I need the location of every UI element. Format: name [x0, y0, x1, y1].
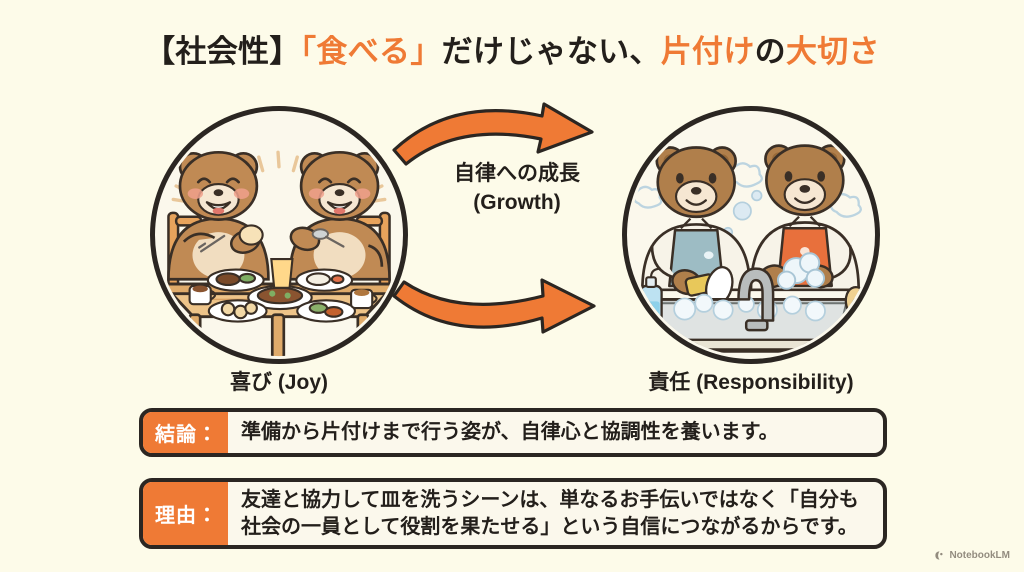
- title-segment-dakejanai: だけじゃない、: [441, 34, 661, 69]
- arrow-bottom-right: [392, 278, 596, 334]
- scene-bears-eating: [157, 113, 401, 357]
- caption-left-joy: 喜び (Joy): [229, 371, 328, 394]
- title-segment-shakaisei: 【社会性】: [144, 34, 301, 69]
- callout-reason-line-2: 社会の一員として役割を果たせる」という自信につながるからです。: [241, 515, 858, 538]
- circle-frame-right: [622, 106, 880, 364]
- caption-right-responsibility: 責任 (Responsibility): [648, 371, 854, 394]
- title-segment-no: の: [754, 34, 786, 69]
- page-title: 【社会性】「食べる」だけじゃない、片付けの大切さ: [0, 26, 1024, 71]
- notebooklm-label: NotebookLM: [949, 550, 1010, 561]
- callout-reason-line-1: 友達と協力して皿を洗うシーンは、単なるお手伝いではなく「自分も: [241, 488, 859, 511]
- title-segment-katazuke: 片付け: [660, 34, 755, 69]
- growth-label: 自律への成長 (Growth): [392, 160, 642, 218]
- bear-right: [288, 150, 391, 281]
- bear-left: [167, 150, 270, 281]
- title-segment-taisetsusa: 大切さ: [785, 34, 880, 69]
- arrow-top-right: [392, 102, 594, 166]
- notebooklm-icon: [935, 551, 943, 560]
- notebooklm-watermark: NotebookLM: [934, 550, 1010, 561]
- callout-conclusion-body: 準備から片付けまで行う姿が、自律心と協調性を養います。: [228, 412, 789, 453]
- bear-left-apron-blue: [641, 146, 752, 306]
- callout-reason-tag: 理由：: [143, 482, 228, 545]
- callout-conclusion-line-1: 準備から片付けまで行う姿が、自律心と協調性を養います。: [241, 421, 779, 443]
- callout-conclusion: 結論： 準備から片付けまで行う姿が、自律心と協調性を養います。: [139, 408, 887, 457]
- illustration-left-joy: [150, 106, 408, 364]
- circle-frame-left: [150, 106, 408, 364]
- title-segment-taberu: 「食べる」: [300, 34, 442, 69]
- callout-conclusion-tag: 結論：: [143, 412, 228, 453]
- illustration-right-responsibility: [622, 106, 880, 364]
- growth-arrows: [392, 102, 596, 334]
- callout-reason-body: 友達と協力して皿を洗うシーンは、単なるお手伝いではなく「自分も 社会の一員として…: [228, 482, 869, 545]
- growth-label-line1: 自律への成長: [454, 162, 580, 185]
- growth-label-line2: (Growth): [473, 190, 561, 214]
- callout-reason: 理由： 友達と協力して皿を洗うシーンは、単なるお手伝いではなく「自分も 社会の一…: [139, 478, 887, 549]
- scene-bears-washing-dishes: [629, 113, 873, 357]
